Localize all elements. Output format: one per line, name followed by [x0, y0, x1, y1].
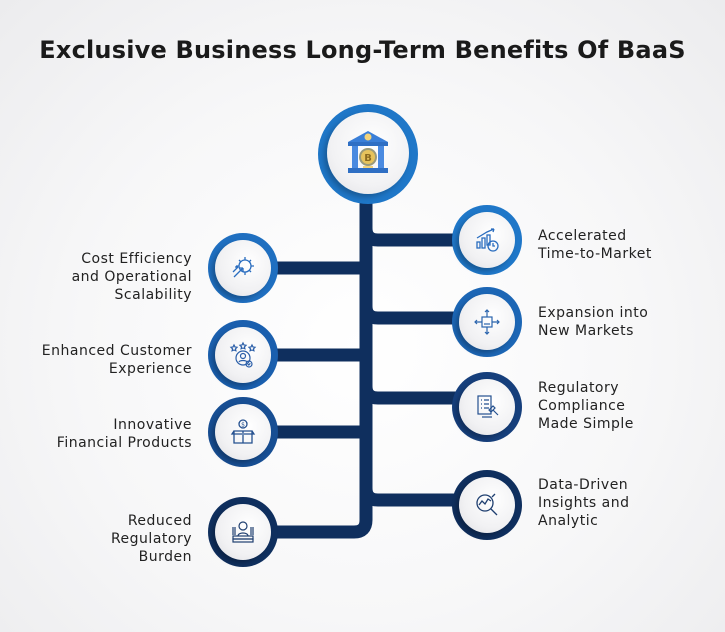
- label-left-1: Cost Efficiency and Operational Scalabil…: [71, 251, 192, 303]
- label-left-3: Innovative Financial Products: [56, 417, 192, 451]
- person-desk-icon: [232, 521, 254, 543]
- branch-right-1: [359, 227, 460, 247]
- money-box-icon: $: [230, 419, 256, 444]
- node-right-2: [452, 287, 522, 357]
- branch-right-4: [359, 487, 460, 507]
- node-left-3: $: [208, 397, 278, 467]
- page-title: Exclusive Business Long-Term Benefits Of…: [39, 36, 686, 64]
- trunk: [275, 195, 373, 539]
- label-right-3: Regulatory Compliance Made Simple: [538, 380, 634, 432]
- label-left-2: Enhanced Customer Experience: [41, 343, 192, 377]
- node-left-4: [208, 497, 278, 567]
- node-right-1: [452, 205, 522, 275]
- gear-arrows-icon: [232, 257, 254, 278]
- node-right-3: [452, 372, 522, 442]
- node-right-4: [452, 470, 522, 540]
- svg-text:B: B: [364, 153, 372, 164]
- expansion-arrows-icon: [474, 309, 500, 335]
- label-left-4: Reduced Regulatory Burden: [110, 513, 192, 565]
- bank-bitcoin-icon: B: [348, 131, 388, 173]
- customer-stars-icon: [229, 341, 257, 368]
- center-node: B: [318, 104, 418, 204]
- checklist-gavel-icon: [477, 395, 499, 418]
- magnifier-analytics-icon: [476, 493, 498, 516]
- growth-chart-clock-icon: [476, 228, 499, 252]
- node-left-1: [208, 233, 278, 303]
- label-right-4: Data-Driven Insights and Analytic: [538, 477, 630, 529]
- label-right-2: Expansion into New Markets: [538, 305, 649, 339]
- node-left-2: [208, 320, 278, 390]
- branch-right-3: [359, 385, 460, 405]
- svg-text:$: $: [241, 422, 245, 429]
- branch-right-2: [359, 305, 460, 325]
- label-right-1: Accelerated Time-to-Market: [538, 228, 652, 262]
